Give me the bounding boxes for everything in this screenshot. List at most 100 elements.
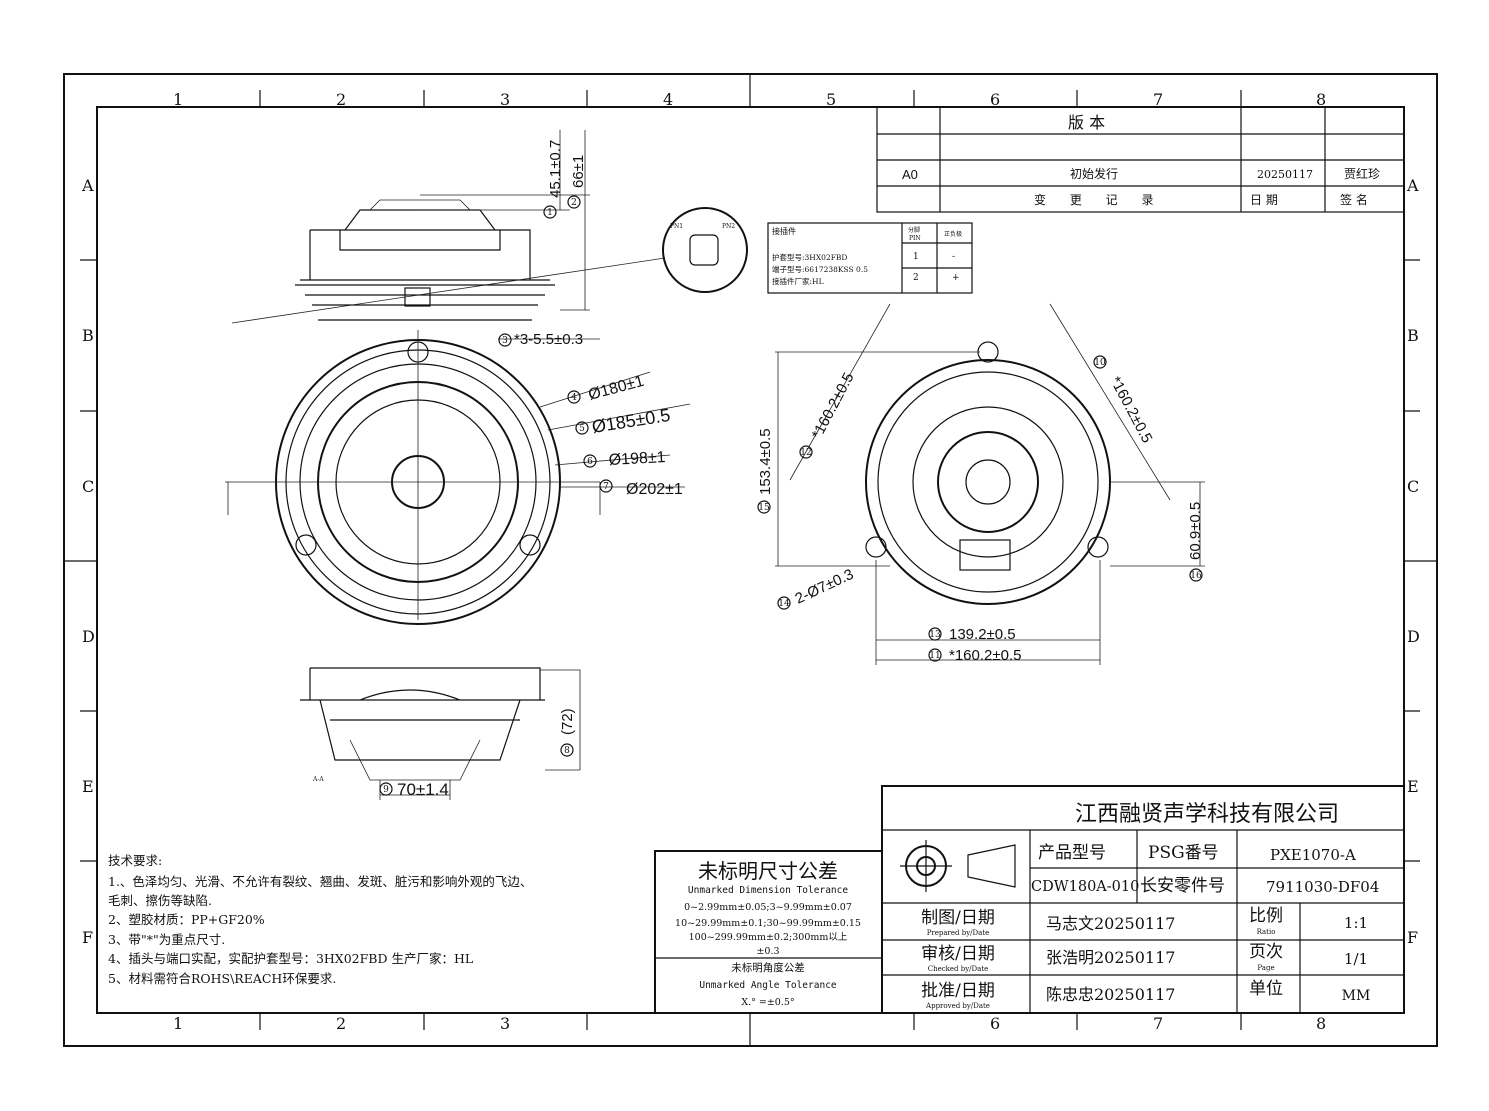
svg-text:14: 14 xyxy=(778,599,790,609)
col-label: 6 xyxy=(990,1014,1000,1033)
zone-ticks xyxy=(64,74,1437,1046)
revision-footer-date: 日 期 xyxy=(1250,193,1278,207)
pn1-label: PN1 xyxy=(670,223,683,230)
svg-text:7: 7 xyxy=(603,482,609,492)
col-label: 1 xyxy=(173,1014,183,1033)
balloon: 15 xyxy=(757,500,771,514)
col-label: 2 xyxy=(336,1014,346,1033)
page-value: 1/1 xyxy=(1344,950,1368,968)
checked-value: 张浩明20250117 xyxy=(1046,948,1175,967)
svg-text:5: 5 xyxy=(579,424,585,434)
angle-value: X.° =±0.5° xyxy=(741,997,794,1008)
connector-housing: 护套型号:3HX02FBD xyxy=(772,252,847,262)
dim-6: Ø198±1 xyxy=(608,449,666,469)
psg-value: PXE1070-A xyxy=(1270,846,1356,864)
row-label: E xyxy=(1407,777,1419,796)
balloon: 6 xyxy=(583,454,597,468)
scale-value: 1:1 xyxy=(1344,914,1368,932)
balloon: 11 xyxy=(928,648,942,662)
row-label: C xyxy=(1407,477,1419,496)
approved-label-en: Approved by/Date xyxy=(925,1002,990,1010)
page-label: 页次 xyxy=(1249,942,1283,962)
dim-11: *160.2±0.5 xyxy=(1106,374,1155,446)
svg-text:16: 16 xyxy=(1190,571,1202,581)
section-view: A-A 70±1.4 (72) xyxy=(300,667,581,800)
row-label: D xyxy=(1407,627,1420,646)
scale-label-en: Ratio xyxy=(1257,928,1276,936)
company-name: 江西融贤声学科技有限公司 xyxy=(1075,802,1339,827)
revision-signer: 贾红珍 xyxy=(1344,166,1380,181)
section-label: A-A xyxy=(312,776,324,783)
dim-13: 139.2±0.5 xyxy=(949,626,1016,643)
dim-1: 45.1±0.7 xyxy=(547,140,564,198)
rear-view: 153.4±0.5 *160.2±0.5 *160.2±0.5 60.9±0.5… xyxy=(757,303,1205,665)
balloon: 16 xyxy=(1189,568,1203,582)
col-label: 8 xyxy=(1316,1014,1326,1033)
svg-text:11: 11 xyxy=(929,651,940,661)
balloon: 2 xyxy=(567,195,581,209)
svg-text:4: 4 xyxy=(571,393,577,403)
prepared-label-en: Prepared by/Date xyxy=(927,929,990,937)
balloon: 3 xyxy=(498,333,512,347)
pin-header: 分脚 xyxy=(908,226,920,234)
dim-4: Ø180±1 xyxy=(587,373,646,404)
dim-5: Ø185±0.5 xyxy=(590,405,671,437)
scale-label: 比例 xyxy=(1249,906,1283,926)
revision-table: 版 本 A0 初始发行 20250117 贾红珍 变 更 记 录 日 期 签 名 xyxy=(876,106,1405,213)
svg-text:13: 13 xyxy=(929,630,941,640)
revision-date: 20250117 xyxy=(1257,168,1313,181)
dim-12: *160.2±0.5 xyxy=(949,647,1021,664)
title-block: 江西融贤声学科技有限公司 产品型号 PSG番号 PXE1070-A CDW180… xyxy=(881,785,1405,1014)
dim-8: (72) xyxy=(559,708,576,735)
projection-symbol-icon xyxy=(900,840,1016,892)
row-label: F xyxy=(82,928,93,947)
svg-text:6: 6 xyxy=(587,457,593,467)
checked-label-en: Checked by/Date xyxy=(928,965,989,973)
balloon: 7 xyxy=(599,479,613,493)
row-label: A xyxy=(81,176,94,195)
dim-16: 60.9±0.5 xyxy=(1187,502,1204,560)
row-label: A xyxy=(1406,176,1419,195)
side-view: PN1 PN2 45.1±0.7 66±1 xyxy=(231,130,748,324)
polarity-header: 正负极 xyxy=(944,230,962,238)
row-label: C xyxy=(82,477,94,496)
requirement-item: 1.、色泽均匀、光滑、不允许有裂纹、翘曲、发斑、脏污和影响外观的飞边、 xyxy=(108,874,532,889)
connector-detail-circle xyxy=(662,207,748,293)
approved-value: 陈忠忠20250117 xyxy=(1046,985,1175,1004)
tolerance-title-en: Unmarked Dimension Tolerance xyxy=(688,885,848,896)
prepared-label: 制图/日期 xyxy=(921,908,995,928)
revision-rev: A0 xyxy=(902,167,918,182)
prepared-value: 马志文20250117 xyxy=(1046,914,1175,933)
dim-15: 153.4±0.5 xyxy=(757,428,774,495)
row-label: B xyxy=(1407,326,1419,345)
angle-title: 未标明角度公差 xyxy=(731,961,805,974)
connector-title: 接插件 xyxy=(772,226,796,236)
dim-10: *160.2±0.5 xyxy=(809,370,858,442)
approved-label: 批准/日期 xyxy=(921,981,995,1001)
dim-3: *3-5.5±0.3 xyxy=(514,331,583,348)
balloon: 8 xyxy=(560,743,574,757)
pin-2: 2 xyxy=(913,273,919,283)
svg-text:1: 1 xyxy=(547,208,553,218)
row-label: E xyxy=(82,777,94,796)
balloon: 14 xyxy=(777,596,791,610)
product-label: 产品型号 xyxy=(1038,843,1106,863)
dim-9: 70±1.4 xyxy=(397,780,449,799)
pin-2-polarity: + xyxy=(952,273,960,283)
changan-label: 长安零件号 xyxy=(1140,876,1225,896)
outer-border xyxy=(63,73,1438,1047)
balloons: 1 2 3 4 5 6 7 8 9 10 11 12 13 14 15 16 xyxy=(379,195,1203,796)
col-label: 3 xyxy=(500,90,510,109)
unit-value: MM xyxy=(1342,988,1371,1004)
page-label-en: Page xyxy=(1257,964,1274,972)
psg-label: PSG番号 xyxy=(1148,843,1219,863)
tolerance-title: 未标明尺寸公差 xyxy=(698,859,838,883)
balloon: 10 xyxy=(1093,355,1107,369)
row-label: F xyxy=(1407,928,1418,947)
connector-table: 接插件 护套型号:3HX02FBD 端子型号:6617238KSS 0.5 接插… xyxy=(767,222,973,294)
row-label: D xyxy=(82,627,95,646)
balloon: 4 xyxy=(567,390,581,404)
revision-footer-sign: 签 名 xyxy=(1340,192,1368,207)
